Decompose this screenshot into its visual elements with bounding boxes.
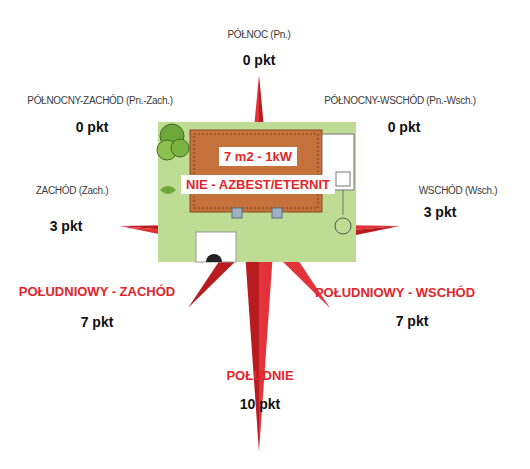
points-value: 10 pkt bbox=[240, 396, 280, 412]
info-box: 7 m2 - 1kW bbox=[219, 147, 297, 166]
direction-label: POŁUDNIOWY - WSCHÓD bbox=[315, 285, 475, 300]
info-text: 7 m2 - 1kW bbox=[224, 149, 292, 164]
direction-label: WSCHÓD (Wsch.) bbox=[419, 185, 498, 196]
points-value: 0 pkt bbox=[76, 119, 109, 135]
points-value: 7 pkt bbox=[81, 314, 114, 330]
direction-label: PÓŁNOC (Pn.) bbox=[227, 29, 290, 40]
points-value: 0 pkt bbox=[388, 119, 421, 135]
info-box: NIE - AZBEST/ETERNIT bbox=[181, 175, 335, 194]
compass-star bbox=[120, 75, 400, 452]
points-value: 3 pkt bbox=[424, 204, 457, 220]
direction-label: ZACHÓD (Zach.) bbox=[36, 185, 108, 196]
direction-label: PÓŁNOCNY-WSCHÓD (Pn.-Wsch.) bbox=[324, 95, 476, 106]
house-plan bbox=[157, 122, 356, 262]
info-text: NIE - AZBEST/ETERNIT bbox=[186, 177, 330, 192]
points-value: 3 pkt bbox=[50, 218, 83, 234]
direction-label: PÓŁNOCNY-ZACHÓD (Pn.-Zach.) bbox=[27, 95, 172, 106]
direction-label: POŁUDNIE bbox=[226, 368, 293, 383]
points-value: 7 pkt bbox=[396, 313, 429, 329]
points-value: 0 pkt bbox=[243, 52, 276, 68]
direction-label: POŁUDNIOWY - ZACHÓD bbox=[19, 284, 175, 299]
